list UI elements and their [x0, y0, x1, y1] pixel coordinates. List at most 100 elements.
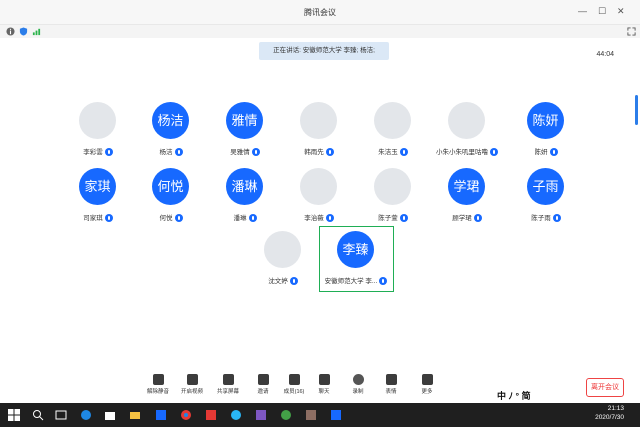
- participant-tile[interactable]: 陈妍陈妍: [506, 100, 586, 162]
- participant-name: 陈妍: [506, 146, 586, 157]
- participant-name: 安徽师范大学 李...: [316, 275, 396, 286]
- participant-tile[interactable]: 陈子萱: [353, 166, 433, 228]
- browser-icon[interactable]: [230, 409, 242, 421]
- participant-name: 李彩雲: [58, 146, 138, 157]
- avatar: [300, 102, 337, 139]
- record-button[interactable]: 录制: [344, 374, 372, 395]
- participant-name-text: 沈文婷: [268, 278, 288, 285]
- mic-icon: [549, 148, 558, 157]
- share-screen-icon: [222, 374, 234, 385]
- participant-name-text: 韩雨先: [304, 149, 324, 156]
- app-icon[interactable]: [155, 409, 167, 421]
- participant-name-text: 何悦: [159, 215, 173, 222]
- camera-off-icon: [186, 374, 198, 385]
- mic-muted-icon: [152, 374, 164, 385]
- more-button[interactable]: 更多: [413, 374, 441, 395]
- avatar: [79, 102, 116, 139]
- windows-start-icon[interactable]: [8, 409, 20, 421]
- share-screen-button[interactable]: 共享屏幕: [214, 374, 242, 395]
- emoji-button[interactable]: 表情: [377, 374, 405, 395]
- mic-icon: [289, 277, 298, 286]
- participant-name-text: 小朱小朱叽里咕噜: [436, 149, 488, 156]
- participant-tile[interactable]: 杨洁杨洁: [131, 100, 211, 162]
- task-view-icon[interactable]: [55, 409, 67, 421]
- minimize-icon[interactable]: —: [578, 6, 587, 16]
- tencent-meeting-icon[interactable]: [330, 409, 342, 421]
- participant-name: 朱洁玉: [353, 146, 433, 157]
- avatar: [300, 168, 337, 205]
- participant-name: 沈文婷: [243, 275, 323, 286]
- participant-name-text: 吴雅情: [230, 149, 250, 156]
- participant-name-text: 安徽师范大学 李...: [324, 278, 378, 285]
- mic-icon: [473, 214, 482, 223]
- toolbar-label: 聊天: [318, 389, 330, 395]
- participant-name: 陈子雨: [506, 212, 586, 223]
- maximize-icon[interactable]: ☐: [598, 6, 607, 16]
- members-button[interactable]: 成员(16): [280, 374, 308, 395]
- meeting-timer: 44:04: [596, 51, 614, 58]
- avatar: 雅情: [226, 102, 263, 139]
- chat-button[interactable]: 聊天: [310, 374, 338, 395]
- participant-name: 李治薇: [279, 212, 359, 223]
- participant-tile[interactable]: 学珺顾学珺: [427, 166, 507, 228]
- avatar: [374, 102, 411, 139]
- participant-tile[interactable]: 李治薇: [279, 166, 359, 228]
- toolbar-label: 解除静音: [146, 389, 169, 395]
- mic-icon: [174, 214, 183, 223]
- edge-browser-icon[interactable]: [80, 409, 92, 421]
- participant-tile[interactable]: 小朱小朱叽里咕噜: [427, 100, 507, 162]
- security-shield-icon[interactable]: [19, 27, 28, 36]
- image-app-icon[interactable]: [305, 409, 317, 421]
- participant-name: 吴雅情: [205, 146, 285, 157]
- scrollbar[interactable]: [635, 95, 638, 125]
- info-icon[interactable]: [6, 27, 15, 36]
- store-icon[interactable]: [104, 409, 116, 421]
- participant-name-text: 顾学珺: [452, 215, 472, 222]
- system-clock: 21:13 2020/7/30: [595, 404, 624, 422]
- mic-icon: [325, 214, 334, 223]
- mic-muted-button[interactable]: 解除静音: [144, 374, 172, 395]
- chrome-icon[interactable]: [180, 409, 192, 421]
- mic-icon: [399, 214, 408, 223]
- participant-tile[interactable]: 朱洁玉: [353, 100, 433, 162]
- leave-meeting-button[interactable]: 离开会议: [586, 378, 624, 397]
- participant-name: 小朱小朱叽里咕噜: [427, 146, 507, 157]
- participant-tile[interactable]: 李彩雲: [58, 100, 138, 162]
- participant-name: 顾学珺: [427, 212, 507, 223]
- mic-icon: [104, 148, 113, 157]
- fullscreen-icon[interactable]: [627, 27, 636, 36]
- participant-tile[interactable]: 何悦何悦: [131, 166, 211, 228]
- participant-name-text: 杨洁: [159, 149, 173, 156]
- participant-tile[interactable]: 家琪司家琪: [58, 166, 138, 228]
- toolbar-label: 邀请: [257, 389, 269, 395]
- mic-icon: [490, 148, 498, 157]
- members-icon: [288, 374, 300, 385]
- participant-tile[interactable]: 沈文婷: [243, 229, 323, 291]
- avatar: [264, 231, 301, 268]
- avatar: 陈妍: [527, 102, 564, 139]
- avatar: [374, 168, 411, 205]
- wps-icon[interactable]: [205, 409, 217, 421]
- participant-name-text: 朱洁玉: [378, 149, 398, 156]
- folder-icon[interactable]: [129, 409, 141, 421]
- mic-icon: [379, 277, 388, 286]
- mic-icon: [325, 148, 334, 157]
- participant-tile[interactable]: 子雨陈子雨: [506, 166, 586, 228]
- media-icon[interactable]: [255, 409, 267, 421]
- clock-time: 21:13: [607, 405, 624, 412]
- participant-name: 司家琪: [58, 212, 138, 223]
- search-icon[interactable]: [32, 409, 44, 421]
- participant-tile[interactable]: 潘琳潘琳: [205, 166, 285, 228]
- wechat-icon[interactable]: [280, 409, 292, 421]
- participant-tile[interactable]: 韩雨先: [279, 100, 359, 162]
- invite-icon: [257, 374, 269, 385]
- participant-tile[interactable]: 李臻安徽师范大学 李...: [316, 229, 396, 291]
- clock-date: 2020/7/30: [595, 414, 624, 421]
- participant-tile[interactable]: 雅情吴雅情: [205, 100, 285, 162]
- signal-icon: [32, 28, 41, 36]
- invite-button[interactable]: 邀请: [249, 374, 277, 395]
- title-bar: 腾讯会议 — ☐ ✕: [0, 0, 640, 25]
- ime-tray[interactable]: 中 ﾉ ° 简: [497, 391, 531, 401]
- close-icon[interactable]: ✕: [617, 6, 625, 16]
- camera-off-button[interactable]: 开启视频: [178, 374, 206, 395]
